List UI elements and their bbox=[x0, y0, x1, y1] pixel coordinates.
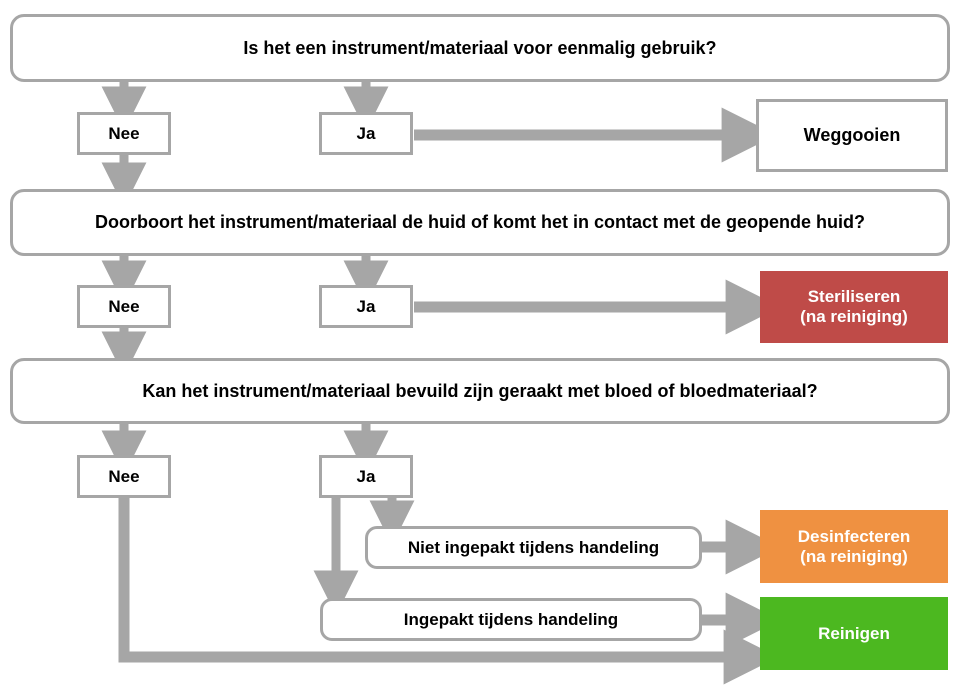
branch-2-ja[interactable]: Ja bbox=[319, 285, 413, 328]
branch-3-nee-label: Nee bbox=[108, 466, 140, 486]
outcome-weggooien[interactable]: Weggooien bbox=[756, 99, 948, 172]
branch-1-ja-label: Ja bbox=[356, 123, 376, 143]
outcome-desinfecteren-line2: (na reiniging) bbox=[800, 546, 908, 566]
question-box-1[interactable]: Is het een instrument/materiaal voor een… bbox=[10, 14, 950, 82]
branch-3-ja[interactable]: Ja bbox=[319, 455, 413, 498]
outcome-desinfecteren[interactable]: Desinfecteren (na reiniging) bbox=[760, 510, 948, 583]
suboption-niet-ingepakt-label: Niet ingepakt tijdens handeling bbox=[407, 537, 660, 557]
outcome-steriliseren-line1: Steriliseren bbox=[807, 287, 901, 307]
branch-2-ja-label: Ja bbox=[356, 296, 376, 316]
branch-1-nee[interactable]: Nee bbox=[77, 112, 171, 155]
outcome-steriliseren[interactable]: Steriliseren (na reiniging) bbox=[760, 271, 948, 343]
outcome-desinfecteren-line1: Desinfecteren bbox=[797, 526, 911, 546]
outcome-reinigen-label: Reinigen bbox=[818, 623, 890, 643]
branch-2-nee[interactable]: Nee bbox=[77, 285, 171, 328]
outcome-reinigen[interactable]: Reinigen bbox=[760, 597, 948, 670]
question-1-label: Is het een instrument/materiaal voor een… bbox=[243, 37, 717, 58]
branch-1-ja[interactable]: Ja bbox=[319, 112, 413, 155]
suboption-ingepakt[interactable]: Ingepakt tijdens handeling bbox=[320, 598, 702, 641]
outcome-desinfecteren-text: Desinfecteren (na reiniging) bbox=[798, 527, 910, 566]
question-3-label: Kan het instrument/materiaal bevuild zij… bbox=[142, 380, 818, 401]
outcome-steriliseren-text: Steriliseren (na reiniging) bbox=[800, 287, 908, 326]
branch-2-nee-label: Nee bbox=[108, 296, 140, 316]
question-2-label: Doorboort het instrument/materiaal de hu… bbox=[94, 212, 866, 233]
branch-3-nee[interactable]: Nee bbox=[77, 455, 171, 498]
question-box-2[interactable]: Doorboort het instrument/materiaal de hu… bbox=[10, 189, 950, 256]
question-box-3[interactable]: Kan het instrument/materiaal bevuild zij… bbox=[10, 358, 950, 424]
outcome-steriliseren-line2: (na reiniging) bbox=[800, 307, 908, 326]
outcome-weggooien-label: Weggooien bbox=[803, 125, 901, 146]
suboption-ingepakt-label: Ingepakt tijdens handeling bbox=[403, 609, 619, 629]
branch-3-ja-label: Ja bbox=[356, 466, 376, 486]
branch-1-nee-label: Nee bbox=[108, 123, 140, 143]
suboption-niet-ingepakt[interactable]: Niet ingepakt tijdens handeling bbox=[365, 526, 702, 569]
